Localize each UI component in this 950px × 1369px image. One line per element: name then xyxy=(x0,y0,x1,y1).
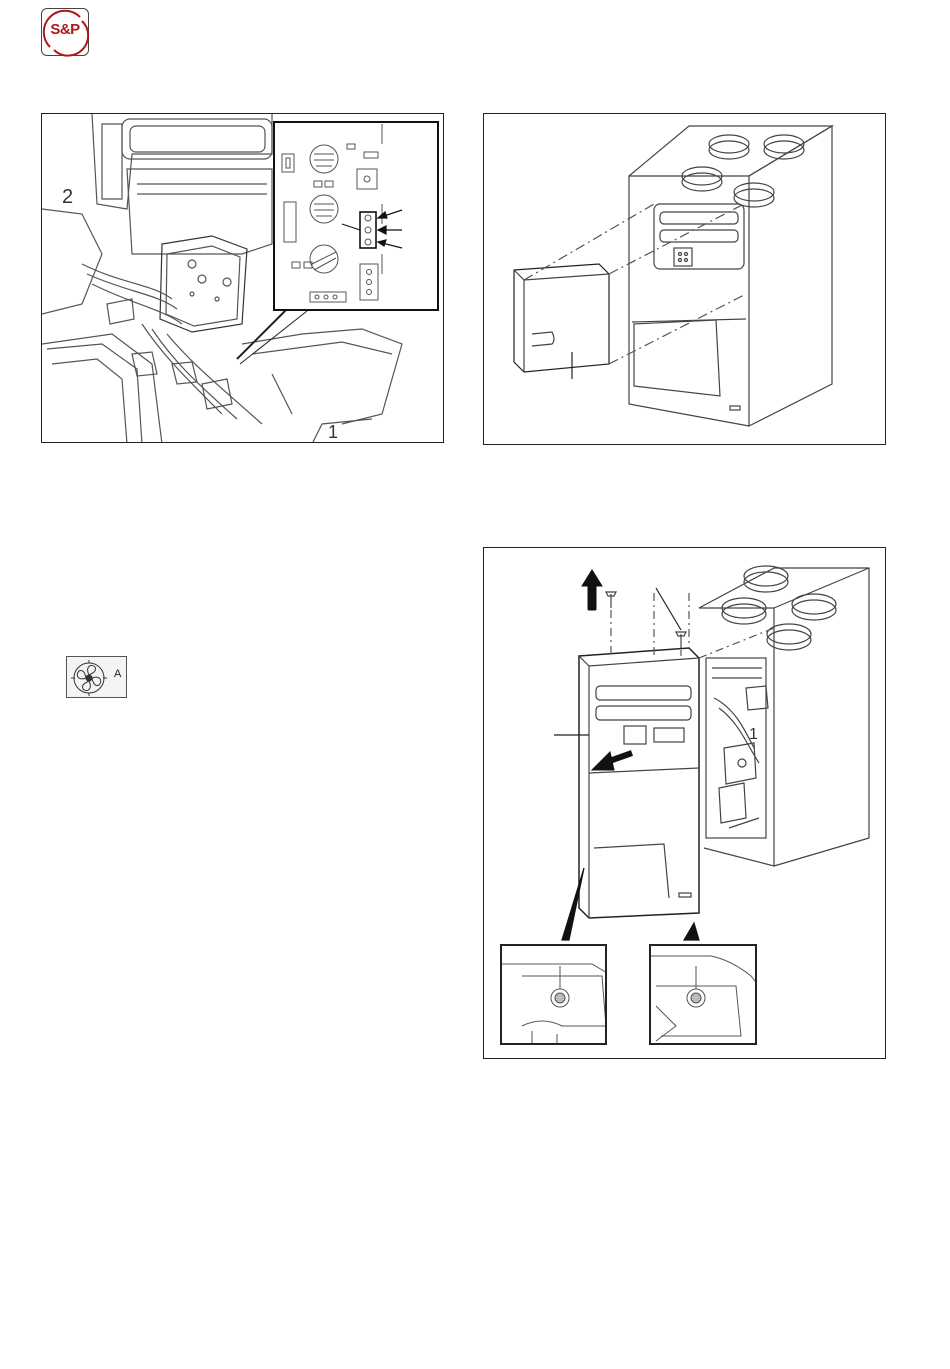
figure-unit-cover xyxy=(483,113,886,445)
fan-symbol-letter: A xyxy=(114,668,121,680)
screw-detail-icon xyxy=(651,946,757,1045)
brand-logo: S&P xyxy=(41,8,89,56)
detail-screw-left xyxy=(500,944,607,1045)
figure1-label-2: 2 xyxy=(62,186,73,209)
detail-screw-right xyxy=(649,944,757,1045)
figure-control-board: 2 1 xyxy=(41,113,444,443)
figure3-label-1: 1 xyxy=(749,726,758,744)
control-board-illustration xyxy=(42,114,444,443)
screw-detail-icon xyxy=(502,946,607,1045)
figure-panel-removal: 1 xyxy=(483,547,886,1059)
unit-cover-illustration xyxy=(484,114,886,445)
fan-symbol-box: A xyxy=(66,656,127,698)
figure1-label-1: 1 xyxy=(328,422,338,443)
logo-text: S&P xyxy=(42,21,88,38)
